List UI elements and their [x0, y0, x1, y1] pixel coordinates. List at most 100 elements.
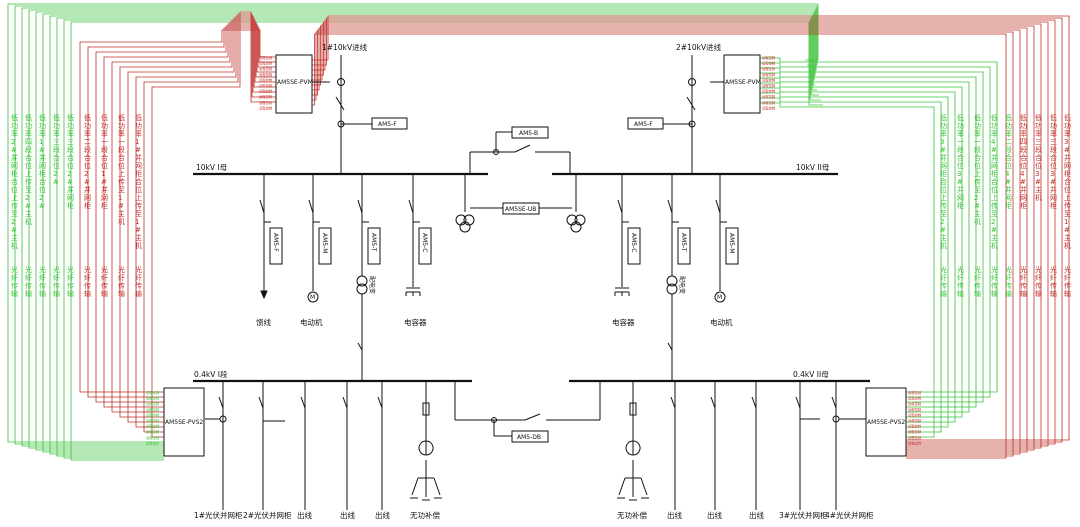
lv-label-12: 4#光伏并网柜 [825, 510, 874, 520]
signal-wires [7, 3, 1070, 461]
signal-wire-green-left [42, 13, 815, 453]
bus-lv-left-label: 0.4kV I段 [194, 369, 228, 379]
left-text-col-bottom: 光纤传输 [53, 265, 60, 298]
io-tag: 远程控制 [146, 401, 160, 406]
hv-meter-left-4: AM5-C [421, 233, 428, 252]
lv-label-5: 出线 [375, 510, 390, 520]
left-text-col-bottom: 光纤传输 [67, 265, 74, 298]
io-tag: 远程控制 [908, 412, 922, 417]
hv-label-feeder: 馈线 [256, 317, 271, 327]
signal-wire-green-right [760, 57, 998, 393]
lv-label-3: 出线 [297, 510, 312, 520]
motor-right-icon: M [717, 294, 722, 301]
io-tag: 远程控制 [259, 105, 273, 110]
pvs-left-label: AM5SE-PVS2 [165, 419, 203, 426]
signal-wire-red-right [312, 17, 1063, 443]
io-tag: 远程控制 [908, 424, 922, 429]
pvm-left-label: AM5SE-PVM [277, 79, 313, 86]
signal-wire-red-right [312, 33, 1007, 459]
lv-label-6: 无功补偿 [410, 510, 440, 520]
right-text-col-bottom: 光纤传输 [1064, 265, 1071, 298]
io-tag: 远程控制 [762, 89, 776, 94]
io-tag: 远程控制 [908, 440, 922, 445]
io-tag: 远程控制 [762, 55, 776, 60]
io-tag: 远程控制 [259, 72, 273, 77]
meter-f-right-label: AM5-F [634, 121, 653, 128]
io-tag: 远程控制 [259, 77, 273, 82]
signal-wire-green-right [760, 102, 935, 438]
io-tag: 远程控制 [908, 401, 922, 406]
io-tag: 远程控制 [908, 435, 922, 440]
left-text-col-bottom: 光纤传输 [101, 265, 108, 298]
lv-label-1: 1#光伏并网柜 [194, 510, 243, 520]
io-tag: 远程控制 [908, 429, 922, 434]
lv-label-4: 出线 [340, 510, 355, 520]
io-tag: 远程控制 [762, 100, 776, 105]
io-tag-groups: 远程控制远程控制远程控制远程控制远程控制远程控制远程控制远程控制远程控制远程控制… [146, 55, 922, 445]
io-tag: 远程控制 [146, 429, 160, 434]
hv-label-capacitor-left: 电容器 [404, 317, 427, 327]
signal-wire-red-right [312, 29, 1021, 455]
transformer-right-label: 配电变 [678, 276, 686, 294]
signal-wire-green-right [760, 77, 970, 413]
signal-wire-green-right [760, 67, 984, 403]
io-tag: 远程控制 [259, 94, 273, 99]
hv-meter-left-1: AM5-F [272, 233, 279, 252]
motor-left-icon: M [310, 294, 315, 301]
right-text-col-bottom: 光纤传输 [1020, 265, 1027, 298]
signal-wire-red-left [111, 21, 276, 413]
io-tag: 远程控制 [259, 89, 273, 94]
signal-wire-red-left [151, 11, 276, 438]
io-tag: 远程控制 [762, 72, 776, 77]
io-tag: 远程控制 [762, 94, 776, 99]
lv-label-8: 出线 [667, 510, 682, 520]
incoming-right-label: 2#10kV进线 [676, 42, 722, 52]
signal-wire-green-right [760, 87, 956, 423]
signal-wire-red-left [87, 27, 276, 398]
io-tag: 远程控制 [259, 83, 273, 88]
right-text-col-bottom: 光纤传输 [991, 265, 998, 298]
io-tag: 远程控制 [908, 418, 922, 423]
hv-meter-right-3: AM5-M [728, 233, 735, 253]
right-text-col-bottom: 光纤传输 [957, 265, 964, 298]
io-tag: 远程控制 [146, 435, 160, 440]
io-tag: 远程控制 [762, 61, 776, 66]
io-tag: 远程控制 [762, 77, 776, 82]
pvm-right-label: AM5SE-PVM [725, 79, 761, 86]
signal-wire-red-left [95, 25, 276, 403]
incoming-left-label: 1#10kV进线 [322, 42, 368, 52]
io-tag: 远程控制 [259, 66, 273, 71]
io-tag: 远程控制 [146, 407, 160, 412]
signal-wire-green-right [760, 97, 942, 433]
device-boxes [163, 54, 907, 457]
hv-meter-right-2: AM5-T [680, 233, 687, 252]
lv-label-2: 2#光伏并网柜 [243, 510, 292, 520]
left-text-col-bottom: 光纤传输 [11, 265, 18, 298]
signal-wire-red-left [127, 17, 276, 423]
io-tag: 远程控制 [908, 390, 922, 395]
signal-wire-red-right [312, 19, 1056, 445]
io-tag: 远程控制 [146, 412, 160, 417]
